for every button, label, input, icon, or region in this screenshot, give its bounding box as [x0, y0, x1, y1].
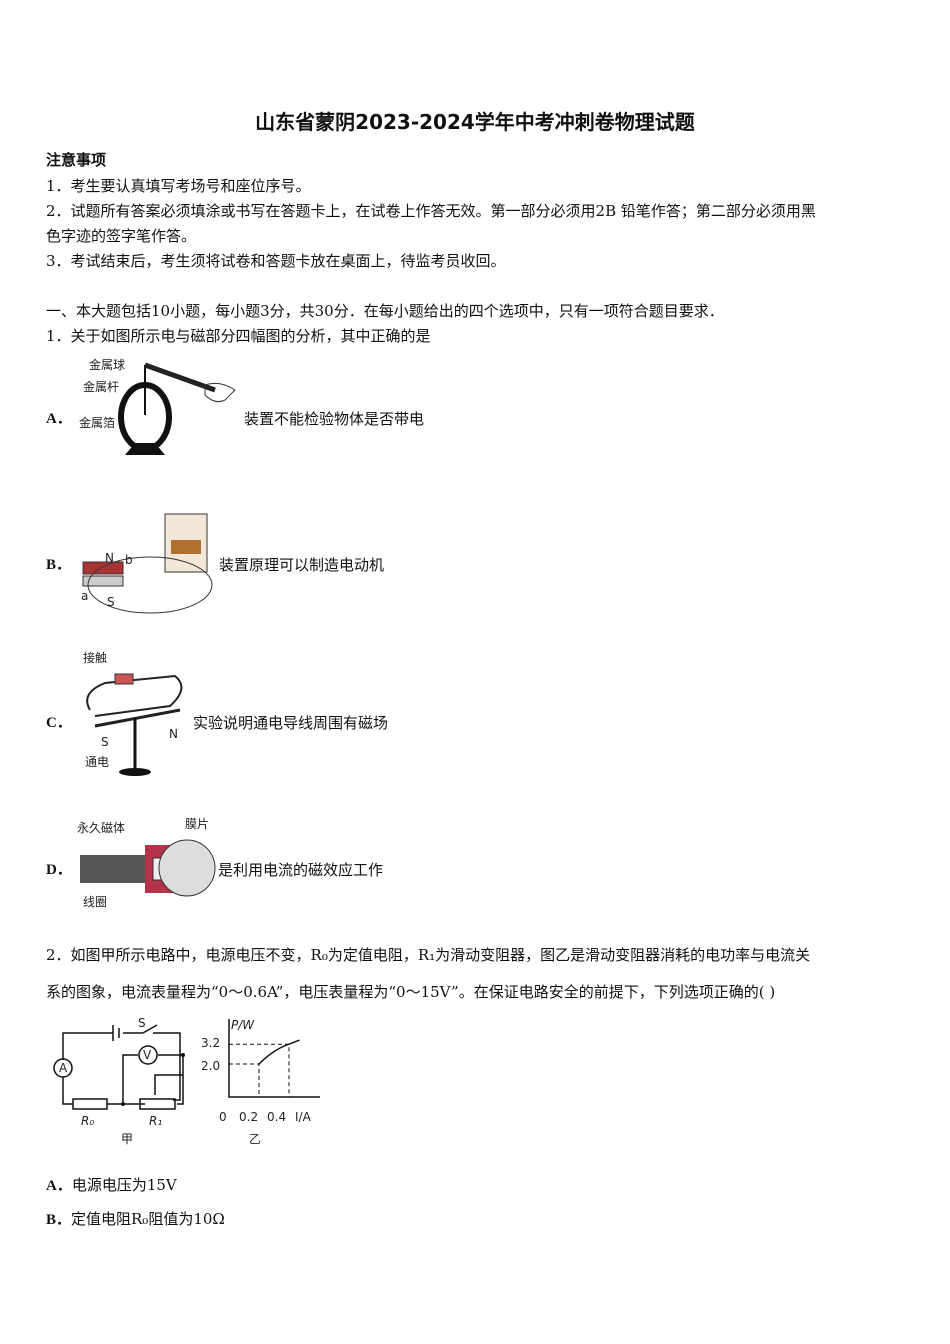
fig-label: 金属球 — [89, 357, 125, 372]
y-tick-label: 2.0 — [201, 1059, 220, 1073]
guide-line — [229, 1063, 260, 1097]
y-axis-label: P/W — [231, 1018, 255, 1032]
x-tick-label: 0 — [219, 1110, 227, 1124]
q2-option-b: B．定值电阻R₀阻值为10Ω — [46, 1209, 225, 1230]
voltmeter-label: V — [143, 1048, 152, 1062]
circuit-diagram: S A V R₀ R₁ 甲 — [53, 1016, 185, 1146]
notice-heading: 注意事项 — [46, 151, 107, 169]
electroscope-figure: 金属球 金属杆 金属箔 — [79, 357, 236, 455]
fig-label: 膜片 — [185, 817, 209, 831]
circuit-caption: 甲 — [121, 1132, 133, 1146]
x-axis-label: I/A — [295, 1110, 312, 1124]
fig-label: S — [107, 595, 115, 609]
question-1-stem: 1．关于如图所示电与磁部分四幅图的分析，其中正确的是 — [46, 327, 431, 345]
question-2-stem-line1: 2．如图甲所示电路中，电源电压不变，R₀为定值电阻，R₁为滑动变阻器，图乙是滑动… — [46, 946, 811, 964]
fig-label: N — [105, 551, 114, 565]
fig-label: 金属箔 — [79, 415, 115, 430]
section-heading: 一、本大题包括10小题，每小题3分，共30分．在每小题给出的四个选项中，只有一项… — [46, 302, 724, 320]
q2-option-b-label: B． — [46, 1212, 72, 1228]
fig-label: b — [125, 553, 133, 567]
fig-label: a — [81, 589, 88, 603]
notice-item: 2．试题所有答案必须填涂或书写在答题卡上，在试卷上作答无效。第一部分必须用2B … — [46, 202, 816, 220]
galvanometer-figure: N b a S — [81, 513, 213, 614]
notice-item: 3．考试结束后，考生须将试卷和答题卡放在桌面上，待监考员收回。 — [46, 252, 506, 270]
option-a-text: 装置不能检验物体是否带电 — [244, 410, 425, 428]
fig-label: N — [169, 727, 178, 741]
fig-label: 金属杆 — [83, 379, 119, 394]
chart-axes — [228, 1019, 320, 1098]
q2-option-a-label: A． — [46, 1178, 72, 1194]
page-title: 山东省蒙阴2023-2024学年中考冲刺卷物理试题 — [255, 110, 695, 134]
oersted-figure: 接触 S N 通电 — [83, 650, 183, 776]
power-current-chart: P/W I/A 0 0.2 0.4 2.0 3.2 乙 — [201, 1018, 320, 1146]
r1-label: R₁ — [149, 1114, 162, 1128]
option-a-label: A． — [46, 411, 72, 427]
switch-label: S — [138, 1016, 146, 1030]
option-b-text: 装置原理可以制造电动机 — [219, 556, 385, 574]
option-c-label: C． — [46, 715, 72, 731]
fig-label: 线圈 — [83, 895, 107, 909]
ammeter-label: A — [59, 1061, 68, 1075]
chart-caption: 乙 — [249, 1132, 261, 1146]
q2-option-a-text: 电源电压为15V — [71, 1176, 177, 1194]
fig-label: 通电 — [85, 755, 109, 769]
notice-item: 1．考生要认真填写考场号和座位序号。 — [46, 177, 311, 195]
r0-label: R₀ — [81, 1114, 94, 1128]
fig-label: 永久磁体 — [77, 820, 125, 835]
x-tick-label: 0.4 — [267, 1110, 286, 1124]
x-tick-label: 0.2 — [239, 1110, 258, 1124]
q2-option-b-text: 定值电阻R₀阻值为10Ω — [71, 1210, 225, 1228]
notice-item: 色字迹的签字笔作答。 — [46, 227, 197, 245]
option-b-label: B． — [46, 557, 72, 573]
data-curve — [258, 1039, 300, 1065]
microphone-figure: 永久磁体 膜片 线圈 — [77, 817, 216, 909]
q2-option-a: A．电源电压为15V — [46, 1175, 177, 1196]
option-d-text: 是利用电流的磁效应工作 — [218, 861, 384, 879]
question-2-stem-line2: 系的图象，电流表量程为“0～0.6A”，电压表量程为“0～15V”。在保证电路安… — [46, 983, 776, 1001]
option-d-label: D． — [46, 862, 72, 878]
option-c-text: 实验说明通电导线周围有磁场 — [193, 714, 389, 732]
fig-label: 接触 — [83, 650, 107, 665]
fig-label: S — [101, 735, 109, 749]
y-tick-label: 3.2 — [201, 1036, 220, 1050]
